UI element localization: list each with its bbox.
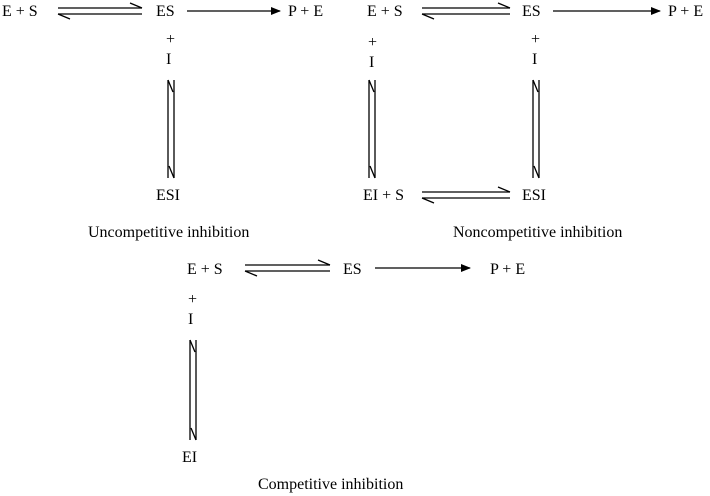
- comp-es-equilibrium-arrow: [244, 259, 331, 277]
- uncomp-e-plus-s: E + S: [2, 3, 38, 20]
- comp-ei-equilibrium-arrow: [189, 339, 197, 441]
- noncomp-esi-equilibrium-arrow: [532, 79, 540, 179]
- comp-caption: Competitive inhibition: [258, 476, 404, 493]
- noncomp-plus-right: +: [531, 31, 541, 48]
- competitive-scheme-arrows: [189, 259, 471, 441]
- noncomp-esi: ESI: [522, 187, 546, 204]
- noncompetitive-scheme-arrows: [368, 2, 661, 204]
- uncomp-esi: ESI: [156, 187, 180, 204]
- comp-es: ES: [343, 261, 362, 278]
- comp-p-plus-e: P + E: [490, 261, 526, 278]
- noncomp-esi-bottom-equilibrium-arrow: [421, 186, 511, 204]
- uncomp-es: ES: [156, 3, 175, 20]
- noncomp-ei-equilibrium-arrow: [368, 79, 376, 179]
- noncomp-inhibitor-left: I: [369, 54, 375, 71]
- uncompetitive-scheme-arrows: [57, 2, 281, 179]
- comp-plus: +: [188, 291, 198, 308]
- uncomp-inhibitor: I: [166, 51, 172, 68]
- uncomp-caption: Uncompetitive inhibition: [88, 224, 250, 241]
- noncomp-p-plus-e: P + E: [668, 3, 704, 20]
- uncomp-es-equilibrium-arrow: [57, 2, 143, 20]
- uncomp-esi-equilibrium-arrow: [167, 79, 175, 179]
- comp-inhibitor: I: [188, 311, 194, 328]
- noncomp-plus-left: +: [368, 34, 378, 51]
- noncomp-es-equilibrium-arrow: [421, 2, 511, 20]
- uncomp-p-plus-e: P + E: [288, 3, 324, 20]
- noncomp-es: ES: [522, 3, 541, 20]
- comp-e-plus-s: E + S: [187, 261, 223, 278]
- comp-ei: EI: [182, 449, 198, 466]
- noncomp-ei-plus-s: EI + S: [363, 187, 405, 204]
- noncomp-caption: Noncompetitive inhibition: [453, 224, 623, 241]
- noncomp-inhibitor-right: I: [532, 51, 538, 68]
- noncomp-e-plus-s: E + S: [367, 3, 403, 20]
- uncomp-plus: +: [166, 31, 176, 48]
